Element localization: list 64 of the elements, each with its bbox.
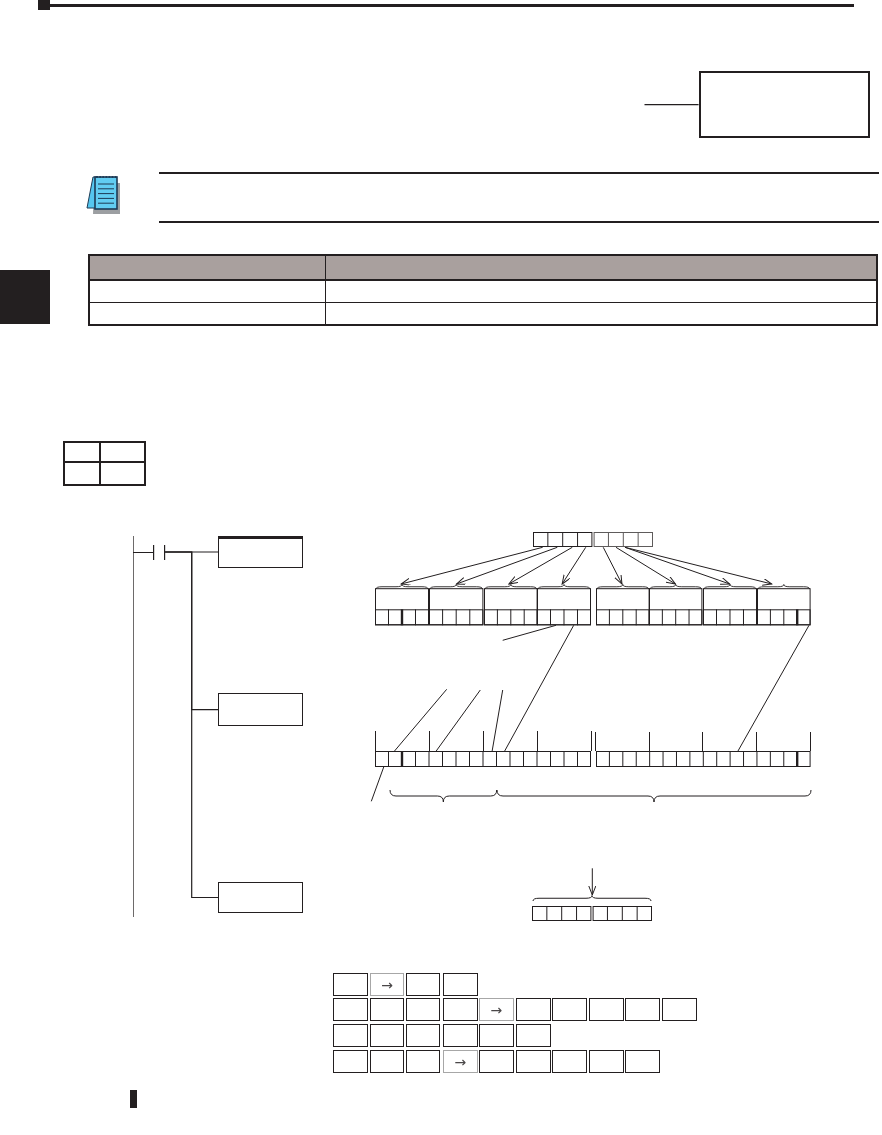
keypad-key — [333, 1024, 368, 1048]
keypad-key — [625, 1050, 660, 1073]
keypad-key — [406, 998, 441, 1022]
keypad-key — [406, 1024, 441, 1048]
arrow — [561, 546, 587, 585]
keypad-key — [406, 973, 441, 997]
contact-symbol — [152, 544, 166, 560]
keypad-key — [516, 1050, 551, 1073]
connector-line — [643, 103, 700, 106]
keypad-key — [589, 1050, 624, 1073]
leader-line — [504, 624, 575, 752]
leader-line — [502, 624, 557, 641]
leader-line — [370, 766, 385, 802]
keypad-key — [333, 973, 368, 997]
bit-group — [429, 584, 484, 626]
keypad-key: → — [479, 998, 514, 1022]
leader-line — [435, 689, 481, 752]
rung-line — [164, 551, 219, 899]
keypad-key — [516, 998, 551, 1022]
keypad-key: → — [443, 1050, 478, 1073]
instruction-box — [698, 71, 870, 138]
keypad-key — [443, 973, 478, 997]
instruction-box — [218, 881, 304, 914]
leader-line — [394, 688, 448, 752]
bit-group — [756, 584, 811, 626]
bit-group — [537, 584, 592, 626]
arrow — [508, 546, 573, 585]
instruction-box — [218, 693, 304, 726]
bit-row — [375, 751, 592, 767]
keypad-key — [443, 1024, 478, 1048]
arrow — [624, 546, 773, 586]
bit-group — [595, 584, 650, 626]
keypad-key — [662, 998, 697, 1022]
keypad-key — [625, 998, 660, 1022]
bit-row — [595, 751, 811, 767]
keypad-key — [333, 998, 368, 1022]
keypad-key — [552, 998, 587, 1022]
bit-group — [375, 584, 430, 626]
arrow — [588, 867, 597, 896]
keypad-key — [589, 998, 624, 1022]
keypad-key — [333, 1050, 368, 1073]
bit-group — [649, 584, 703, 626]
bit-register — [531, 895, 652, 921]
keypad-key — [370, 1050, 405, 1073]
keypad-key — [479, 1024, 514, 1048]
arrow — [615, 546, 676, 585]
keypad-key — [443, 998, 478, 1022]
arrow — [456, 546, 558, 585]
keypad-key — [406, 1050, 441, 1073]
instruction-box — [218, 535, 304, 569]
bit-group — [483, 584, 538, 626]
arrow — [400, 546, 544, 586]
keypad-key — [370, 1024, 405, 1048]
arrow — [624, 546, 731, 585]
keypad-key — [516, 1024, 551, 1048]
keypad-key — [370, 998, 405, 1022]
keypad-key — [479, 1050, 514, 1073]
arrow — [602, 546, 623, 585]
leader-line — [491, 689, 504, 752]
keypad-key: → — [370, 973, 405, 997]
bit-register — [533, 532, 654, 548]
bit-group — [702, 584, 757, 626]
keypad-key — [552, 1050, 587, 1073]
leader-line — [737, 624, 810, 752]
